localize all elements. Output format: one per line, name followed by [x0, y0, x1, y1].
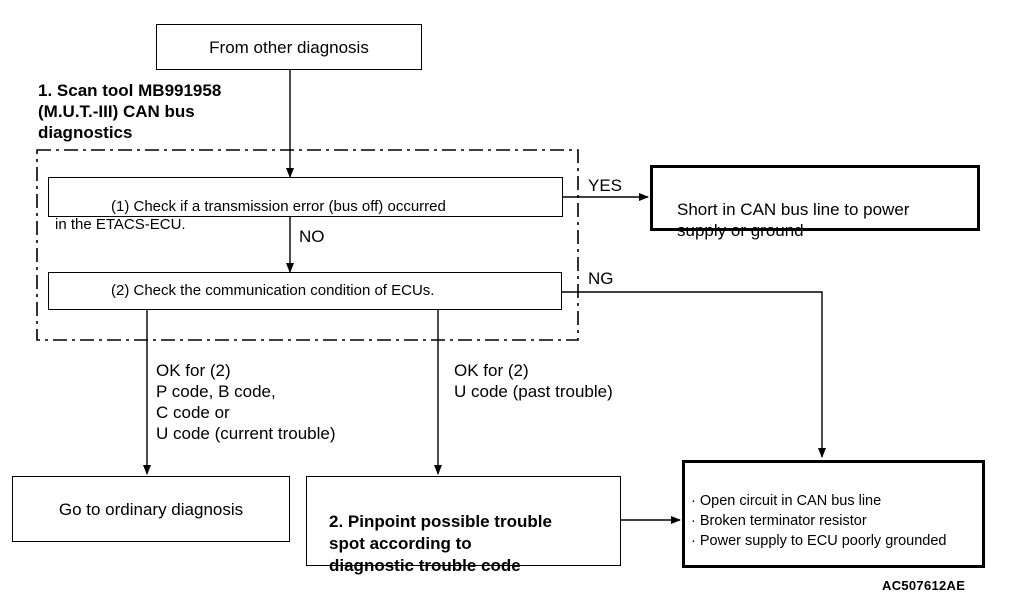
start-label: From other diagnosis: [209, 37, 369, 57]
can-diagnostics-enclosure: [36, 149, 579, 341]
pinpoint-box: 2. Pinpoint possible trouble spot accord…: [306, 476, 621, 575]
arrow-ng-to-causes: [562, 291, 826, 458]
short-circuit-result-box: Short in CAN bus line to power supply or…: [650, 165, 980, 240]
step2-label: (2) Check the communication condition of…: [111, 282, 435, 299]
scan-tool-heading: 1. Scan tool MB991958 (M.U.T.-III) CAN b…: [38, 81, 222, 142]
ordinary-diagnosis-box: Go to ordinary diagnosis: [12, 476, 290, 542]
branch-yes-label: YES: [588, 176, 623, 195]
short-circuit-result-label: Short in CAN bus line to power supply or…: [677, 200, 910, 240]
figure-code: AC507612AE: [882, 578, 966, 593]
branch-ng-label: NG: [588, 269, 614, 288]
branch-no-label: NO: [299, 227, 325, 246]
start-box: From other diagnosis: [156, 24, 422, 70]
branch-ok-current-label: OK for (2) P code, B code, C code or U c…: [156, 361, 336, 443]
step1-box: (1) Check if a transmission error (bus o…: [48, 177, 563, 233]
ordinary-diagnosis-label: Go to ordinary diagnosis: [58, 499, 244, 519]
branch-ok-past-label: OK for (2) U code (past trouble): [454, 361, 613, 401]
step1-label: (1) Check if a transmission error (bus o…: [55, 198, 446, 233]
cause-item: Broken terminator resistor: [691, 511, 982, 531]
cause-item: Power supply to ECU poorly grounded: [691, 531, 982, 551]
pinpoint-label: 2. Pinpoint possible trouble spot accord…: [329, 512, 552, 575]
possible-causes-box: Open circuit in CAN bus line Broken term…: [682, 460, 985, 568]
cause-item: Open circuit in CAN bus line: [691, 491, 982, 511]
step2-box: (2) Check the communication condition of…: [48, 272, 562, 310]
possible-causes-list: Open circuit in CAN bus line Broken term…: [691, 491, 982, 551]
